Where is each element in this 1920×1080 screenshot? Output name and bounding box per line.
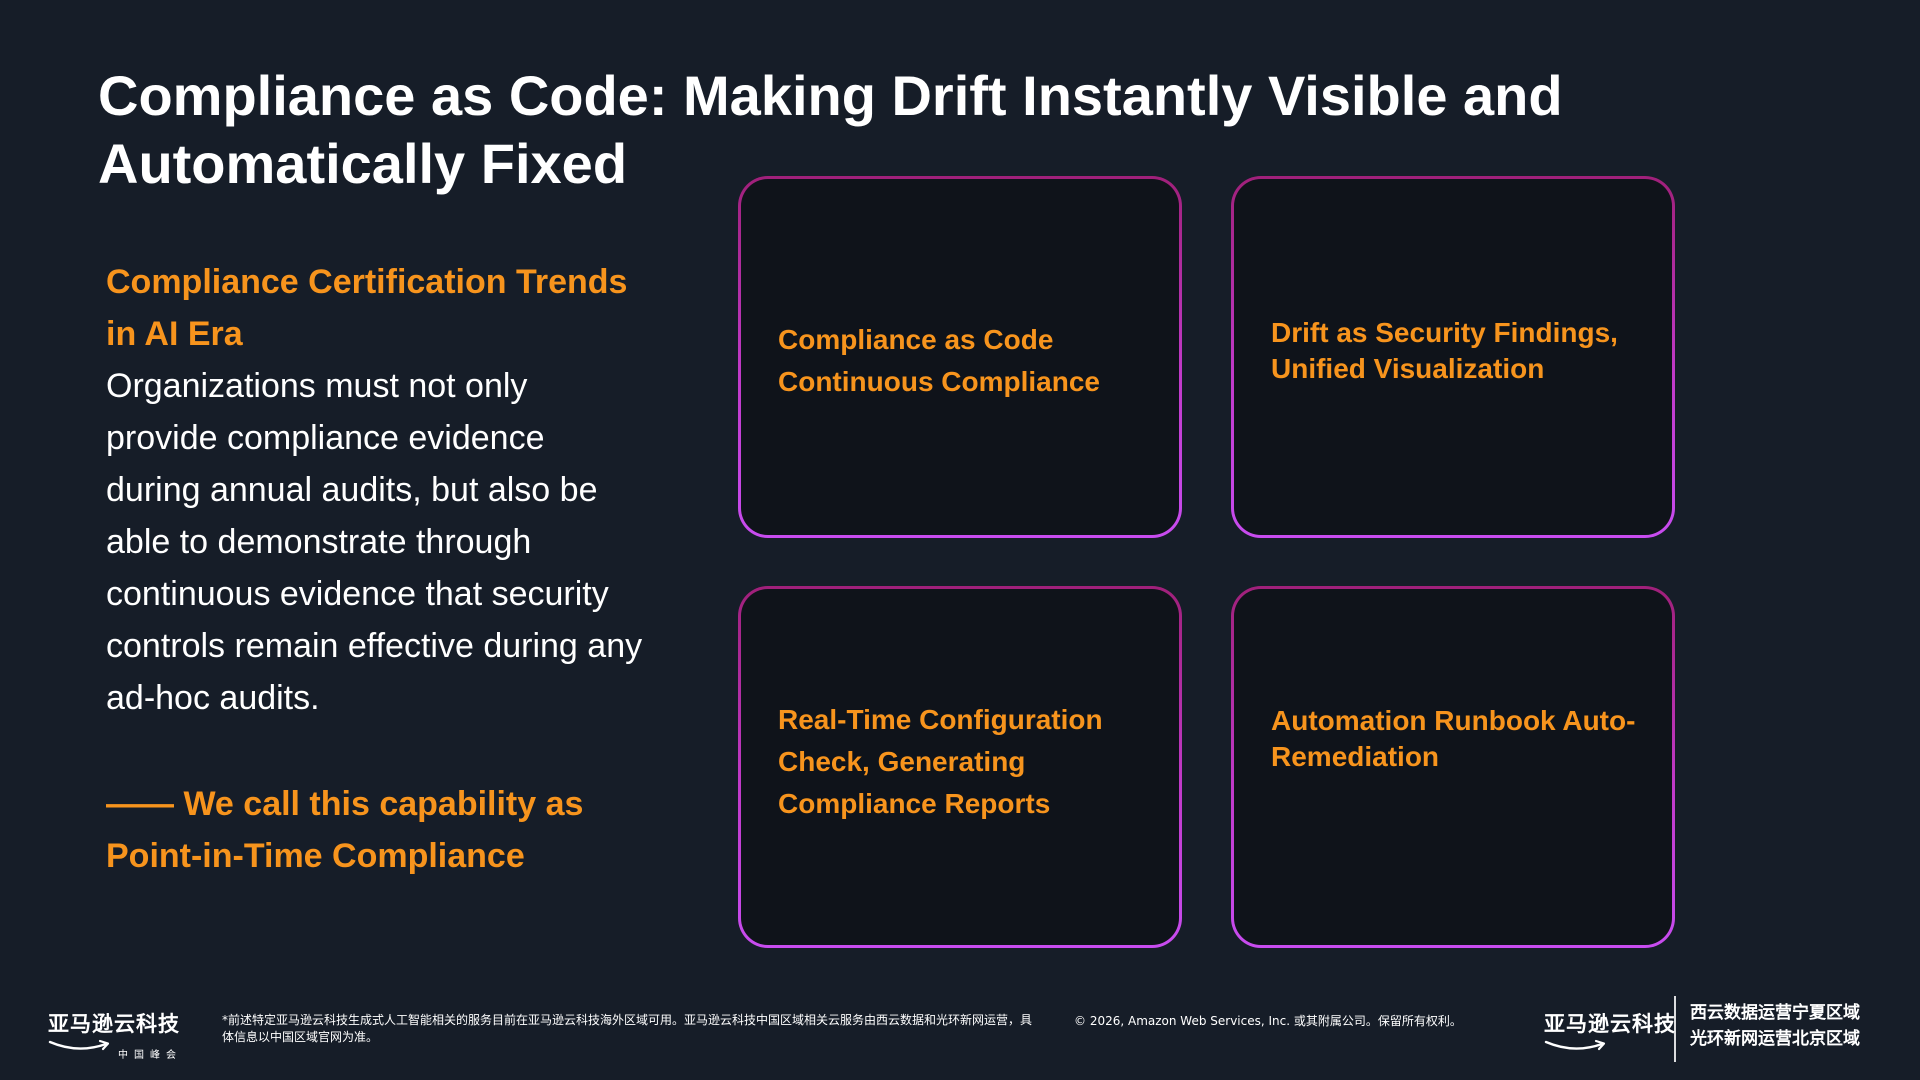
aws-china-logo: 亚马逊云科技 <box>1544 1008 1676 1051</box>
left-column: Compliance Certification Trends in AI Er… <box>106 256 646 724</box>
card-automation-runbook: Automation Runbook Auto-Remediation <box>1231 586 1675 948</box>
card-realtime-check: Real-Time Configuration Check, Generatin… <box>738 586 1182 948</box>
section-subhead: Compliance Certification Trends in AI Er… <box>106 263 628 353</box>
smile-arrow-icon <box>48 1039 110 1051</box>
card-label: Real-Time Configuration Check, Generatin… <box>778 704 1103 819</box>
card-label: Drift as Security Findings, Unified Visu… <box>1271 317 1618 384</box>
smile-arrow-icon <box>1544 1039 1606 1051</box>
logo-wordmark: 亚马逊云科技 <box>48 1012 180 1036</box>
card-inner: Compliance as Code Continuous Compliance <box>741 179 1179 535</box>
footer-divider <box>1674 996 1676 1062</box>
copyright-text: © 2026, Amazon Web Services, Inc. 或其附属公司… <box>1074 1014 1462 1028</box>
logo-subtitle: 中国峰会 <box>118 1050 182 1061</box>
card-inner: Real-Time Configuration Check, Generatin… <box>741 589 1179 945</box>
region-ningxia: 西云数据运营宁夏区域 <box>1690 1003 1860 1023</box>
slide-title: Compliance as Code: Making Drift Instant… <box>98 64 1563 195</box>
card-drift-findings: Drift as Security Findings, Unified Visu… <box>1231 176 1675 538</box>
callout-text: —— We call this capability as Point-in-T… <box>106 785 584 875</box>
logo-wordmark: 亚马逊云科技 <box>1544 1012 1676 1036</box>
region-operators: 西云数据运营宁夏区域 光环新网运营北京区域 <box>1690 1000 1860 1052</box>
card-label: Automation Runbook Auto-Remediation <box>1271 705 1636 772</box>
card-inner: Automation Runbook Auto-Remediation <box>1234 589 1672 945</box>
card-compliance-as-code: Compliance as Code Continuous Compliance <box>738 176 1182 538</box>
region-beijing: 光环新网运营北京区域 <box>1690 1029 1860 1049</box>
disclaimer-text: *前述特定亚马逊云科技生成式人工智能相关的服务目前在亚马逊云科技海外区域可用。亚… <box>222 1013 1033 1044</box>
section-body: Organizations must not only provide comp… <box>106 367 643 717</box>
footer: 亚马逊云科技 中国峰会 *前述特定亚马逊云科技生成式人工智能相关的服务目前在亚马… <box>0 996 1920 1080</box>
aws-china-summit-logo: 亚马逊云科技 中国峰会 <box>48 1008 188 1061</box>
card-inner: Drift as Security Findings, Unified Visu… <box>1234 179 1672 535</box>
card-label: Compliance as Code Continuous Compliance <box>778 324 1100 397</box>
